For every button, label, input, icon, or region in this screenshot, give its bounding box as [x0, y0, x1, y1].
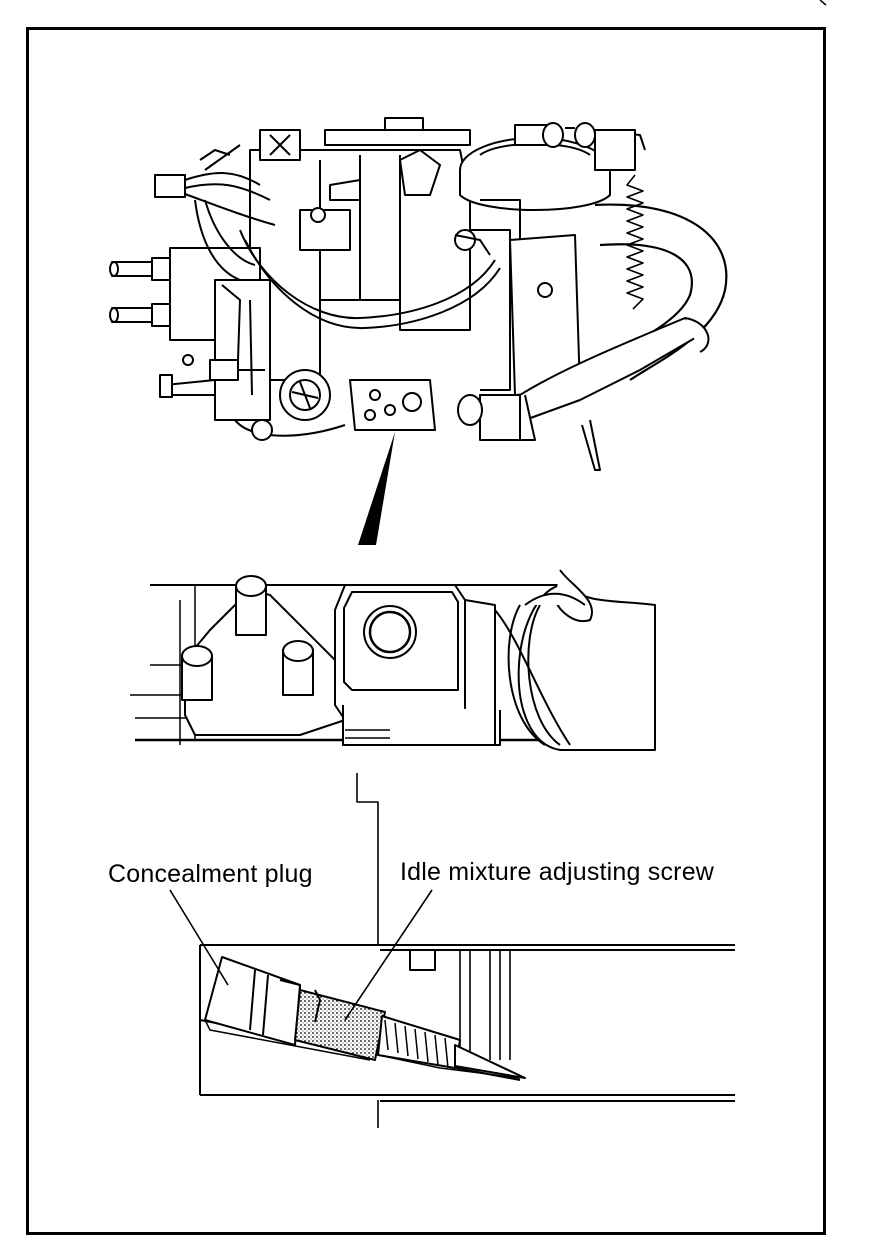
concealment-plug-label: Concealment plug — [108, 860, 313, 888]
cross-section — [169, 773, 735, 1128]
flange-detail — [130, 569, 656, 751]
corner-mark — [819, 0, 827, 6]
idle-mixture-screw-label: Idle mixture adjusting screw — [400, 858, 715, 886]
figure-frame — [26, 27, 826, 1235]
carburetor-overview — [109, 117, 728, 471]
detail-pointer — [358, 432, 395, 545]
